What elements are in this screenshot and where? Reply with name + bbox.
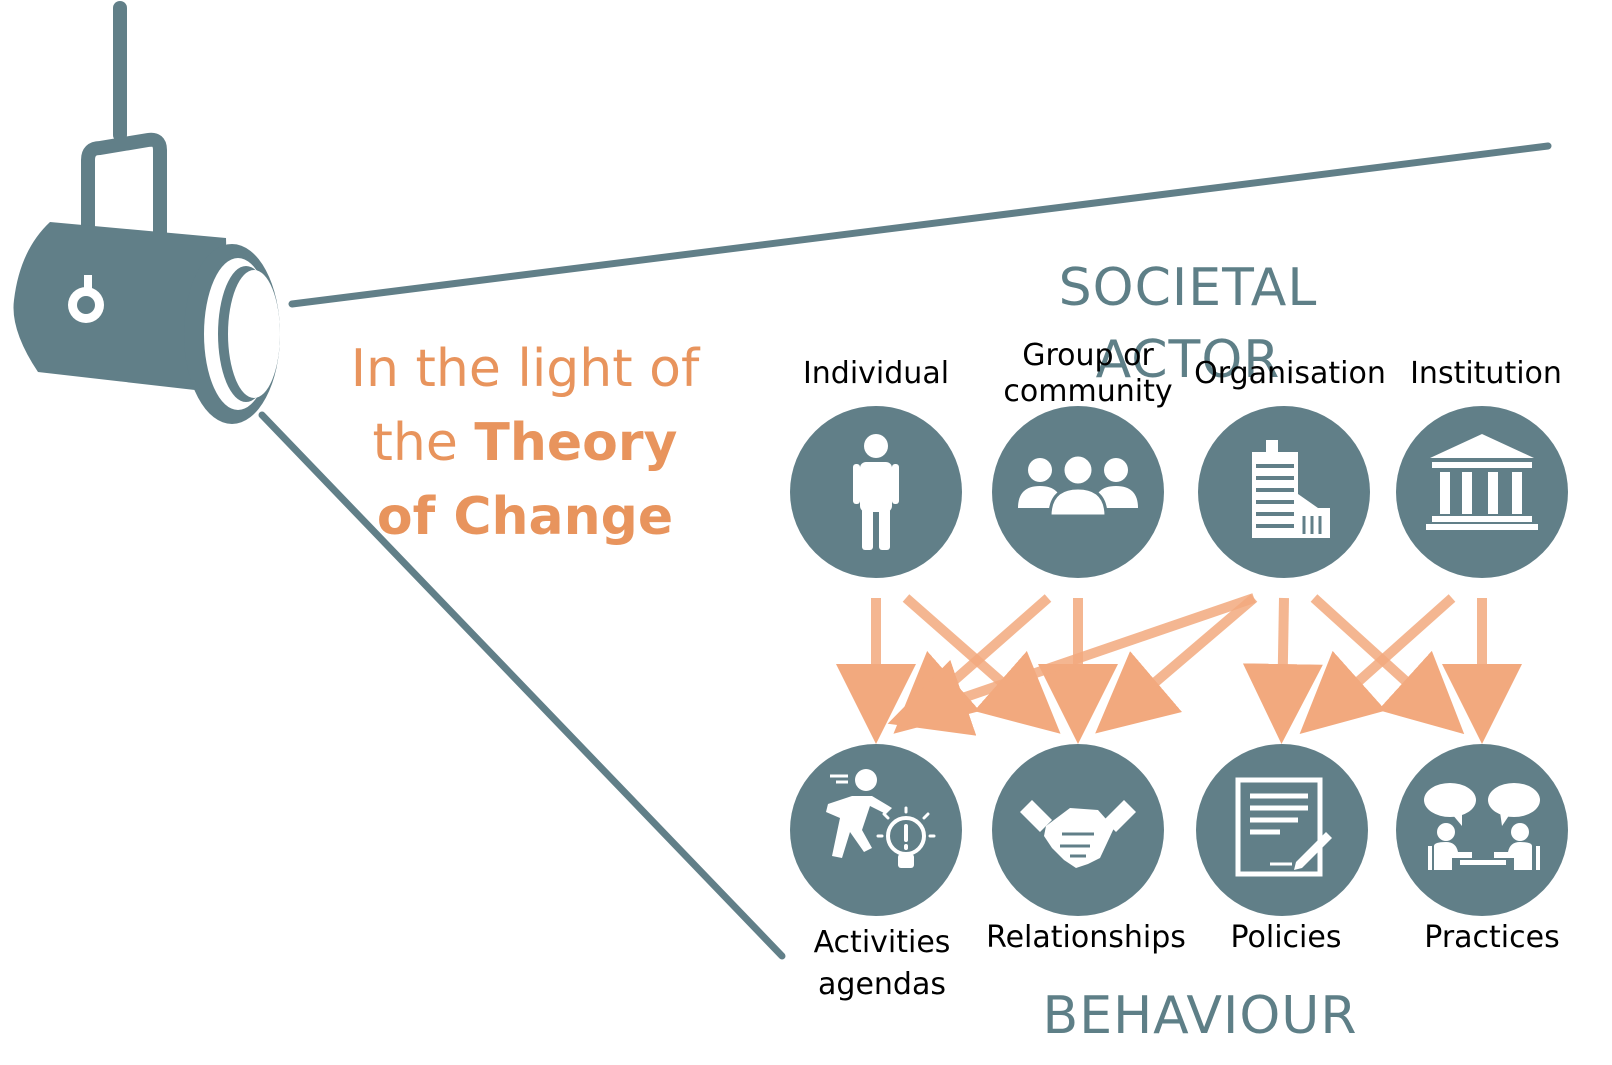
actor-label-institution: Institution (1410, 356, 1562, 391)
behaviour-policies-node (1196, 744, 1368, 916)
building-icon (1252, 440, 1330, 538)
actor-label-organisation: Organisation (1194, 356, 1386, 391)
behaviour-relationships-node (992, 744, 1164, 916)
theory-line-3: of Change (330, 480, 720, 554)
theory-line-1: In the light of (350, 339, 700, 399)
actor-individual-node (790, 406, 962, 578)
behaviour-label-policies: Policies (1230, 920, 1342, 955)
behaviour-activities-node (790, 744, 962, 916)
influence-arrow-7 (1310, 594, 1465, 735)
handshake-icon (1020, 800, 1136, 868)
theory-line-2-bold: Theory (474, 413, 678, 473)
influence-arrows (836, 593, 1522, 744)
spotlight-icon (13, 1, 280, 424)
influence-arrow-8 (1299, 594, 1456, 734)
behaviour-label-relationships: Relationships (986, 920, 1186, 955)
theory-of-change-caption: In the light of the Theory of Change (330, 332, 720, 554)
group-icon (1018, 453, 1138, 518)
influence-arrow-4 (887, 593, 1256, 736)
actor-label-individual: Individual (802, 356, 950, 391)
beam-lower-line (258, 411, 786, 960)
heading-societal-actor: SOCIETAL ACTOR (1058, 258, 1318, 390)
activity-idea-icon (826, 769, 936, 868)
influence-arrow-5 (1095, 594, 1258, 734)
behaviour-label-activities: Activities agendas (813, 925, 951, 1002)
behaviour-practices-node (1396, 744, 1568, 916)
theory-line-2-plain: the (372, 413, 475, 473)
influence-arrow-6 (1242, 597, 1323, 744)
heading-behaviour: BEHAVIOUR (1042, 986, 1358, 1046)
actor-organisation-node (1198, 406, 1370, 578)
meeting-icon (1424, 783, 1540, 870)
person-icon (853, 434, 899, 550)
actor-institution-node (1396, 406, 1568, 578)
document-icon (1235, 777, 1332, 877)
theory-line-2: the Theory (330, 406, 720, 480)
actor-group-node (992, 406, 1164, 578)
institution-icon (1426, 434, 1538, 530)
beam-upper-line (288, 142, 1552, 308)
behaviour-label-practices: Practices (1424, 920, 1560, 955)
actor-label-group: Group or community (1003, 338, 1173, 409)
theory-line-3-bold: of Change (376, 487, 674, 547)
